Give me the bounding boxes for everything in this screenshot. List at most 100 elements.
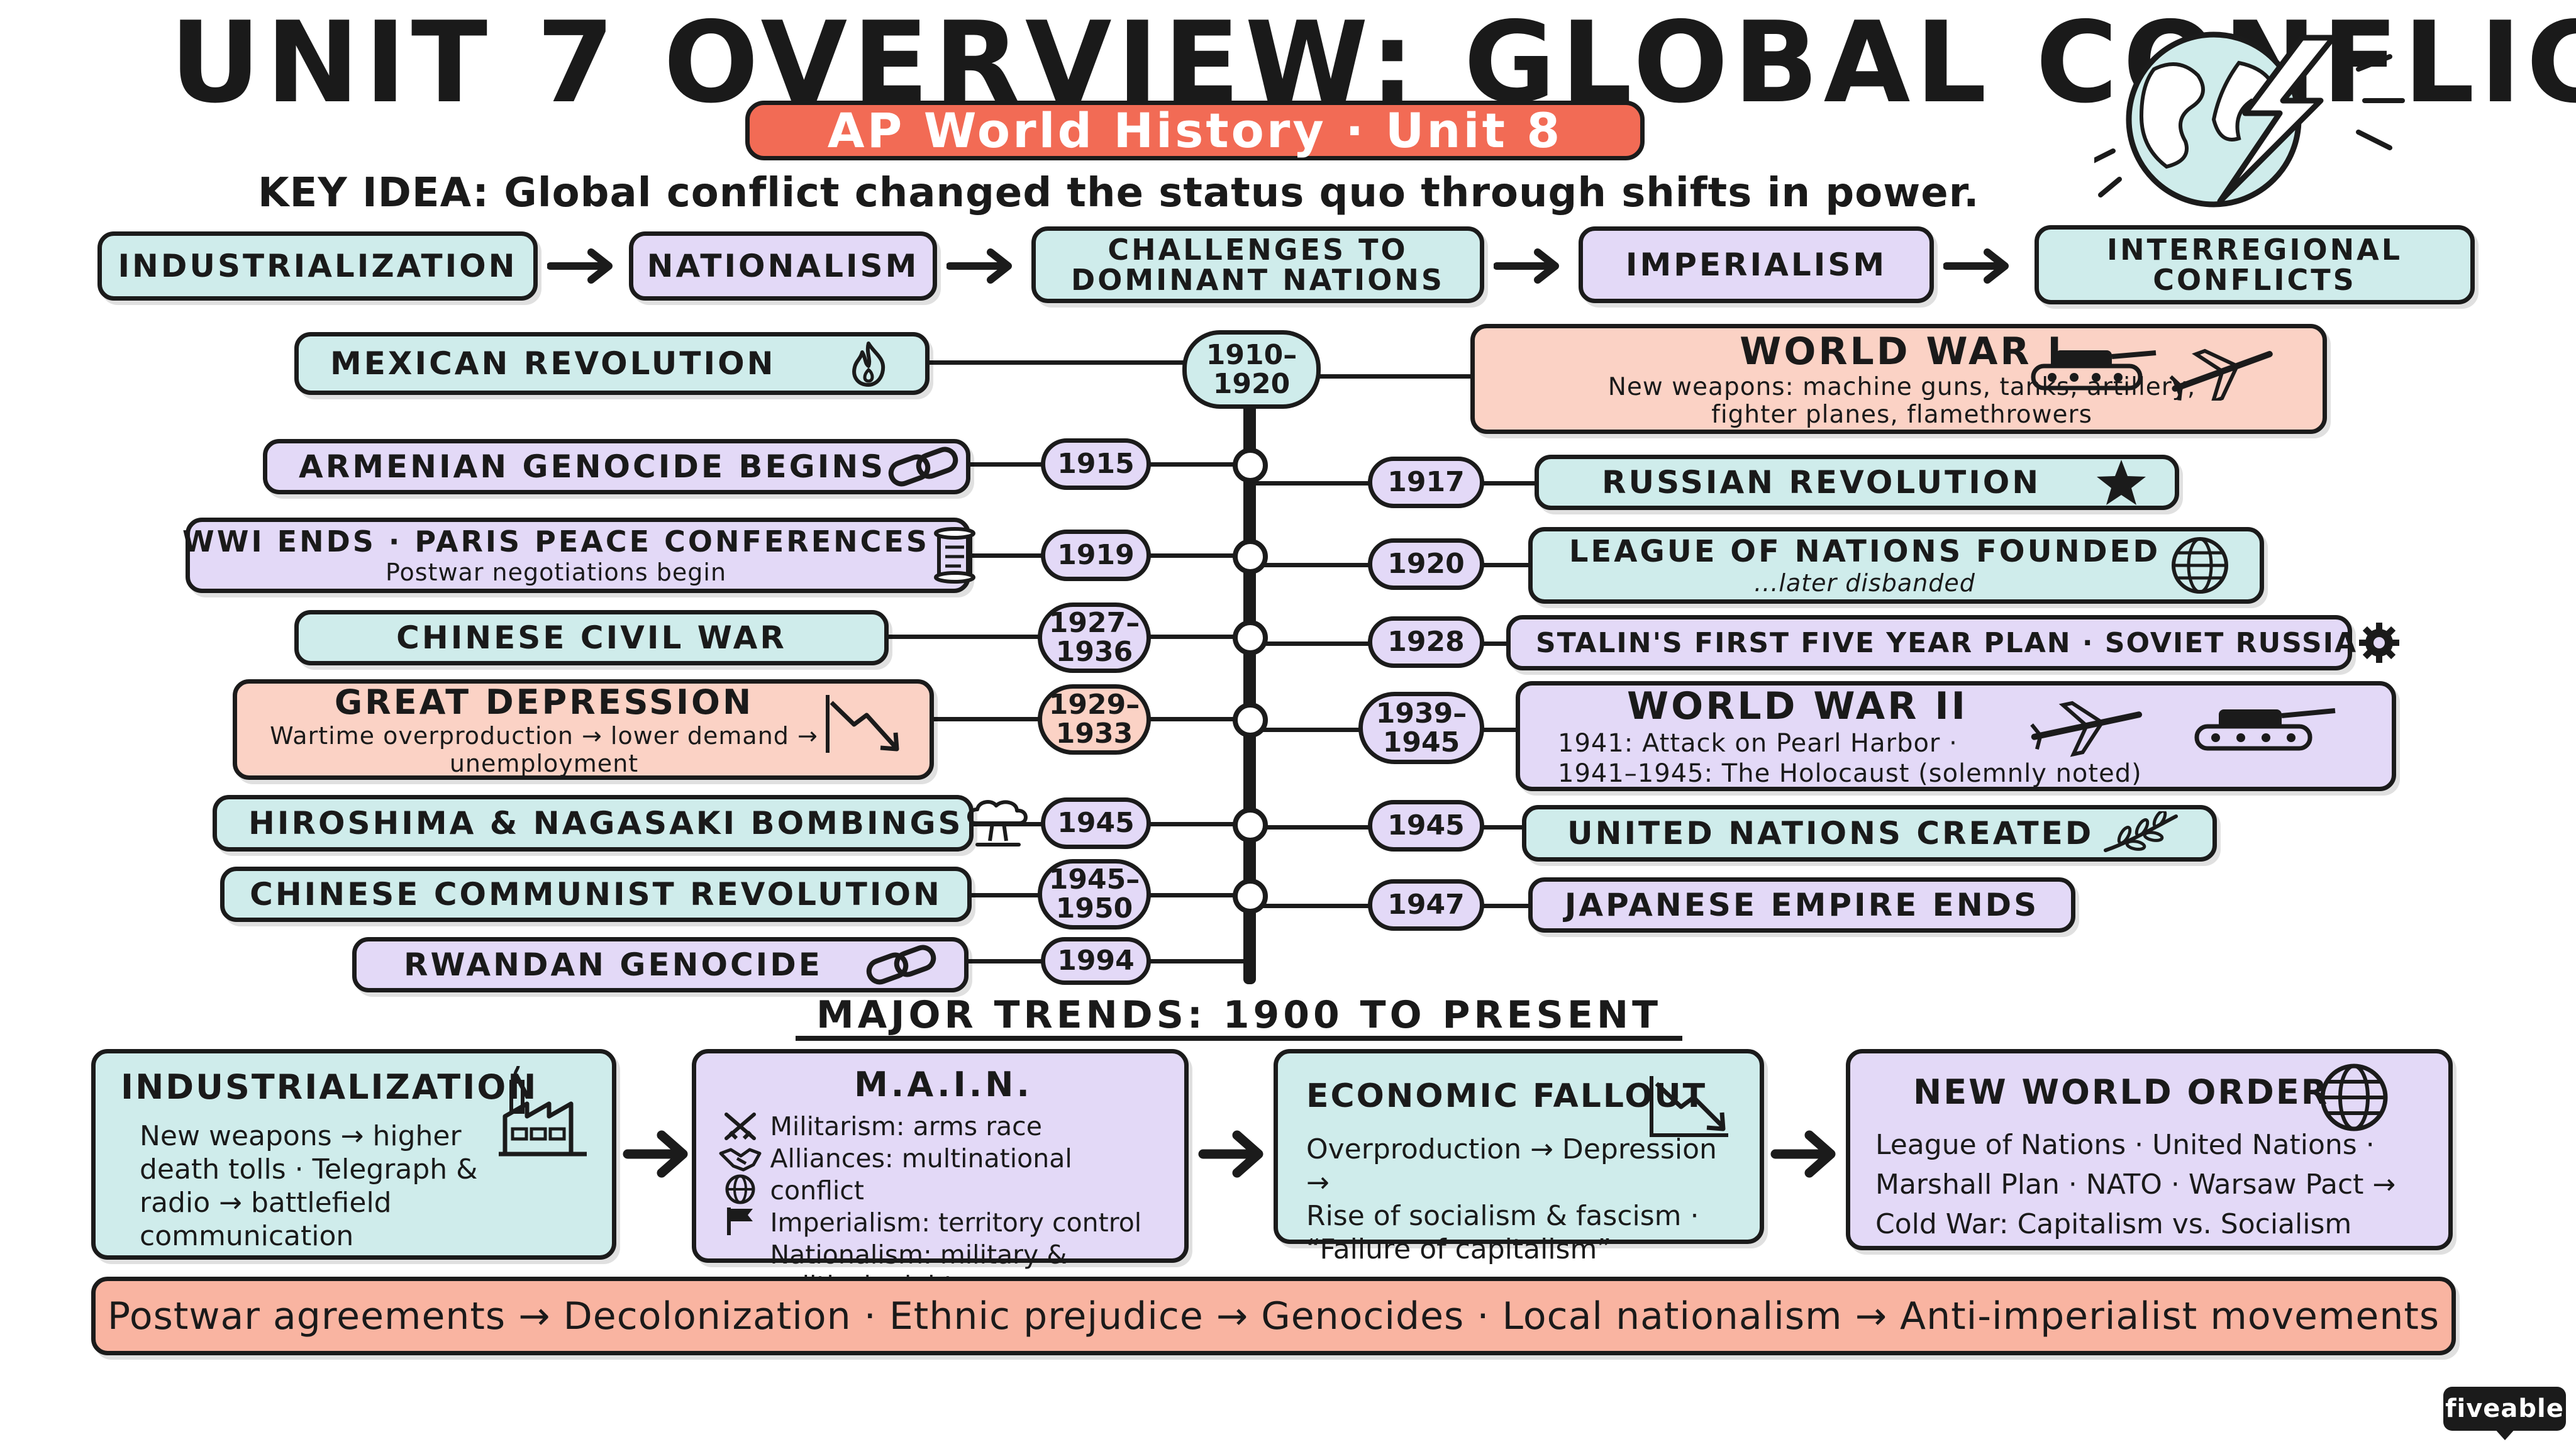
connector-line (1148, 822, 1252, 826)
key-idea: KEY IDEA: Global conflict changed the st… (258, 170, 1980, 216)
timeline-dot (1233, 539, 1268, 574)
event-title: LEAGUE OF NATIONS FOUNDED (1568, 534, 2161, 569)
trend-line: Alliances: multinational conflict (770, 1143, 1072, 1206)
connector-line (1252, 481, 1371, 486)
crossed-swords-icon (724, 1113, 756, 1140)
date-pill: 1910– 1920 (1182, 330, 1321, 409)
trend-title: INDUSTRIALIZATION (121, 1067, 538, 1107)
globe-icon (2320, 1063, 2388, 1131)
flow-industrialization: INDUSTRIALIZATION (97, 231, 538, 301)
trend-economic-fallout: ECONOMIC FALLOUT Overproduction → Depres… (1274, 1049, 1764, 1265)
connector-line (969, 893, 1044, 897)
connector-line (1148, 635, 1252, 639)
date-pill: 1915 (1041, 438, 1151, 490)
connector-line (965, 959, 1044, 963)
subtitle-text: AP World History · Unit 8 (827, 103, 1563, 158)
event-subtitle: ...later disbanded (1754, 569, 1975, 597)
brand-badge[interactable]: fiveable (2443, 1387, 2566, 1431)
connector-line (1481, 481, 1541, 486)
date-pill: 1927– 1936 (1038, 602, 1151, 673)
event-world-war-i: WORLD WAR I New weapons: machine guns, t… (1470, 324, 2327, 434)
arrow-right-icon (947, 248, 1012, 284)
plane-icon (2030, 701, 2143, 757)
trend-line: Marshall Plan · NATO · Warsaw Pact → (1875, 1169, 2396, 1201)
mushroom-cloud-icon (967, 800, 1028, 847)
globe-icon (2172, 537, 2228, 594)
connector-line (1252, 825, 1371, 830)
connector-line (1311, 374, 1472, 379)
event-title: RWANDAN GENOCIDE (404, 947, 823, 983)
event-title: CHINESE CIVIL WAR (396, 619, 787, 656)
event-title: GREAT DEPRESSION (334, 682, 754, 722)
event-great-depression: GREAT DEPRESSION Wartime overproduction … (233, 679, 934, 780)
date-pill: 1928 (1368, 616, 1484, 668)
date-pill: 1945 (1041, 797, 1151, 849)
trends-heading-text: MAJOR TRENDS: 1900 TO PRESENT (816, 993, 1662, 1037)
flag-icon (726, 1208, 753, 1235)
event-five-year-plan: STALIN'S FIRST FIVE YEAR PLAN · SOVIET R… (1506, 615, 2400, 670)
scroll-icon (933, 527, 975, 584)
connector-line (1481, 904, 1535, 908)
tank-plane-icon (2031, 348, 2273, 401)
brand-badge-tail (2494, 1428, 2516, 1440)
event-title: CHINESE COMMUNIST REVOLUTION (250, 876, 942, 913)
flow-label: INTERREGIONAL CONFLICTS (2106, 233, 2403, 297)
event-russian-revolution: RUSSIAN REVOLUTION (1535, 455, 2179, 510)
globe-lightning-icon (2094, 31, 2405, 208)
chain-link-icon (888, 447, 958, 487)
trends-heading: MAJOR TRENDS: 1900 TO PRESENT (796, 991, 1682, 1041)
event-subtitle: 1941: Attack on Pearl Harbor · 1941–1945… (1558, 728, 2142, 788)
timeline-dot (1233, 620, 1268, 655)
trend-new-world-order: NEW WORLD ORDER League of Nations · Unit… (1846, 1049, 2453, 1250)
connector-line (928, 360, 1189, 365)
arrow-right-icon (623, 1130, 688, 1178)
tank-icon (2031, 350, 2157, 391)
trend-line: Nationalism: military & (770, 1240, 1067, 1270)
trend-title: NEW WORLD ORDER (1913, 1072, 2329, 1112)
event-subtitle: Wartime overproduction → lower demand → … (270, 721, 818, 777)
connector-line (931, 717, 1041, 721)
event-subtitle: New weapons: machine guns, tanks, artill… (1607, 372, 2196, 429)
arrow-right-icon (1198, 1130, 1263, 1178)
flow-label: INDUSTRIALIZATION (118, 248, 518, 284)
date-pill: 1947 (1368, 879, 1484, 931)
arrow-right-icon (547, 248, 613, 284)
event-mexican-revolution: MEXICAN REVOLUTION (294, 332, 930, 395)
event-subtitle: Postwar negotiations begin (385, 558, 727, 586)
subtitle-banner: AP World History · Unit 8 (745, 101, 1645, 160)
trend-title: ECONOMIC FALLOUT (1306, 1077, 1707, 1115)
event-title: RUSSIAN REVOLUTION (1602, 464, 2041, 501)
event-title: WWI ENDS · PARIS PEACE CONFERENCES (182, 525, 930, 558)
flow-nationalism: NATIONALISM (629, 231, 937, 301)
arrow-right-icon (1494, 248, 1559, 284)
trend-line: communication (140, 1220, 354, 1252)
star-icon (2097, 460, 2146, 505)
event-title: ARMENIAN GENOCIDE BEGINS (299, 448, 886, 485)
date-pill: 1945– 1950 (1038, 859, 1151, 930)
timeline-dot (1233, 879, 1268, 914)
connector-line (969, 462, 1044, 467)
connector-line (1148, 462, 1252, 467)
connector-line (887, 635, 1041, 639)
event-chinese-communist-revolution: CHINESE COMMUNIST REVOLUTION (220, 867, 972, 922)
date-pill: 1929– 1933 (1038, 684, 1151, 755)
connector-line (969, 553, 1044, 558)
arrow-right-icon (1943, 248, 2009, 284)
timeline-dot (1233, 702, 1268, 738)
footer-banner-text: Postwar agreements → Decolonization · Et… (107, 1294, 2440, 1338)
connector-line (1252, 563, 1371, 567)
flow-imperialism: IMPERIALISM (1579, 226, 1934, 303)
event-title: WORLD WAR II (1627, 684, 1968, 728)
chain-link-icon (866, 945, 936, 985)
brand-text: fiveable (2445, 1394, 2564, 1423)
event-rwandan-genocide: RWANDAN GENOCIDE (352, 937, 969, 992)
trend-line: Rise of socialism & fascism · (1306, 1200, 1699, 1232)
connector-line (1148, 959, 1252, 963)
timeline-dot (1233, 808, 1268, 843)
event-united-nations: UNITED NATIONS CREATED (1522, 805, 2217, 862)
footer-banner: Postwar agreements → Decolonization · Et… (91, 1277, 2456, 1355)
connector-line (1148, 553, 1252, 558)
date-pill: 1939– 1945 (1358, 692, 1484, 764)
event-league-of-nations: LEAGUE OF NATIONS FOUNDED ...later disba… (1528, 527, 2264, 604)
trend-line: Cold War: Capitalism vs. Socialism (1875, 1208, 2352, 1240)
